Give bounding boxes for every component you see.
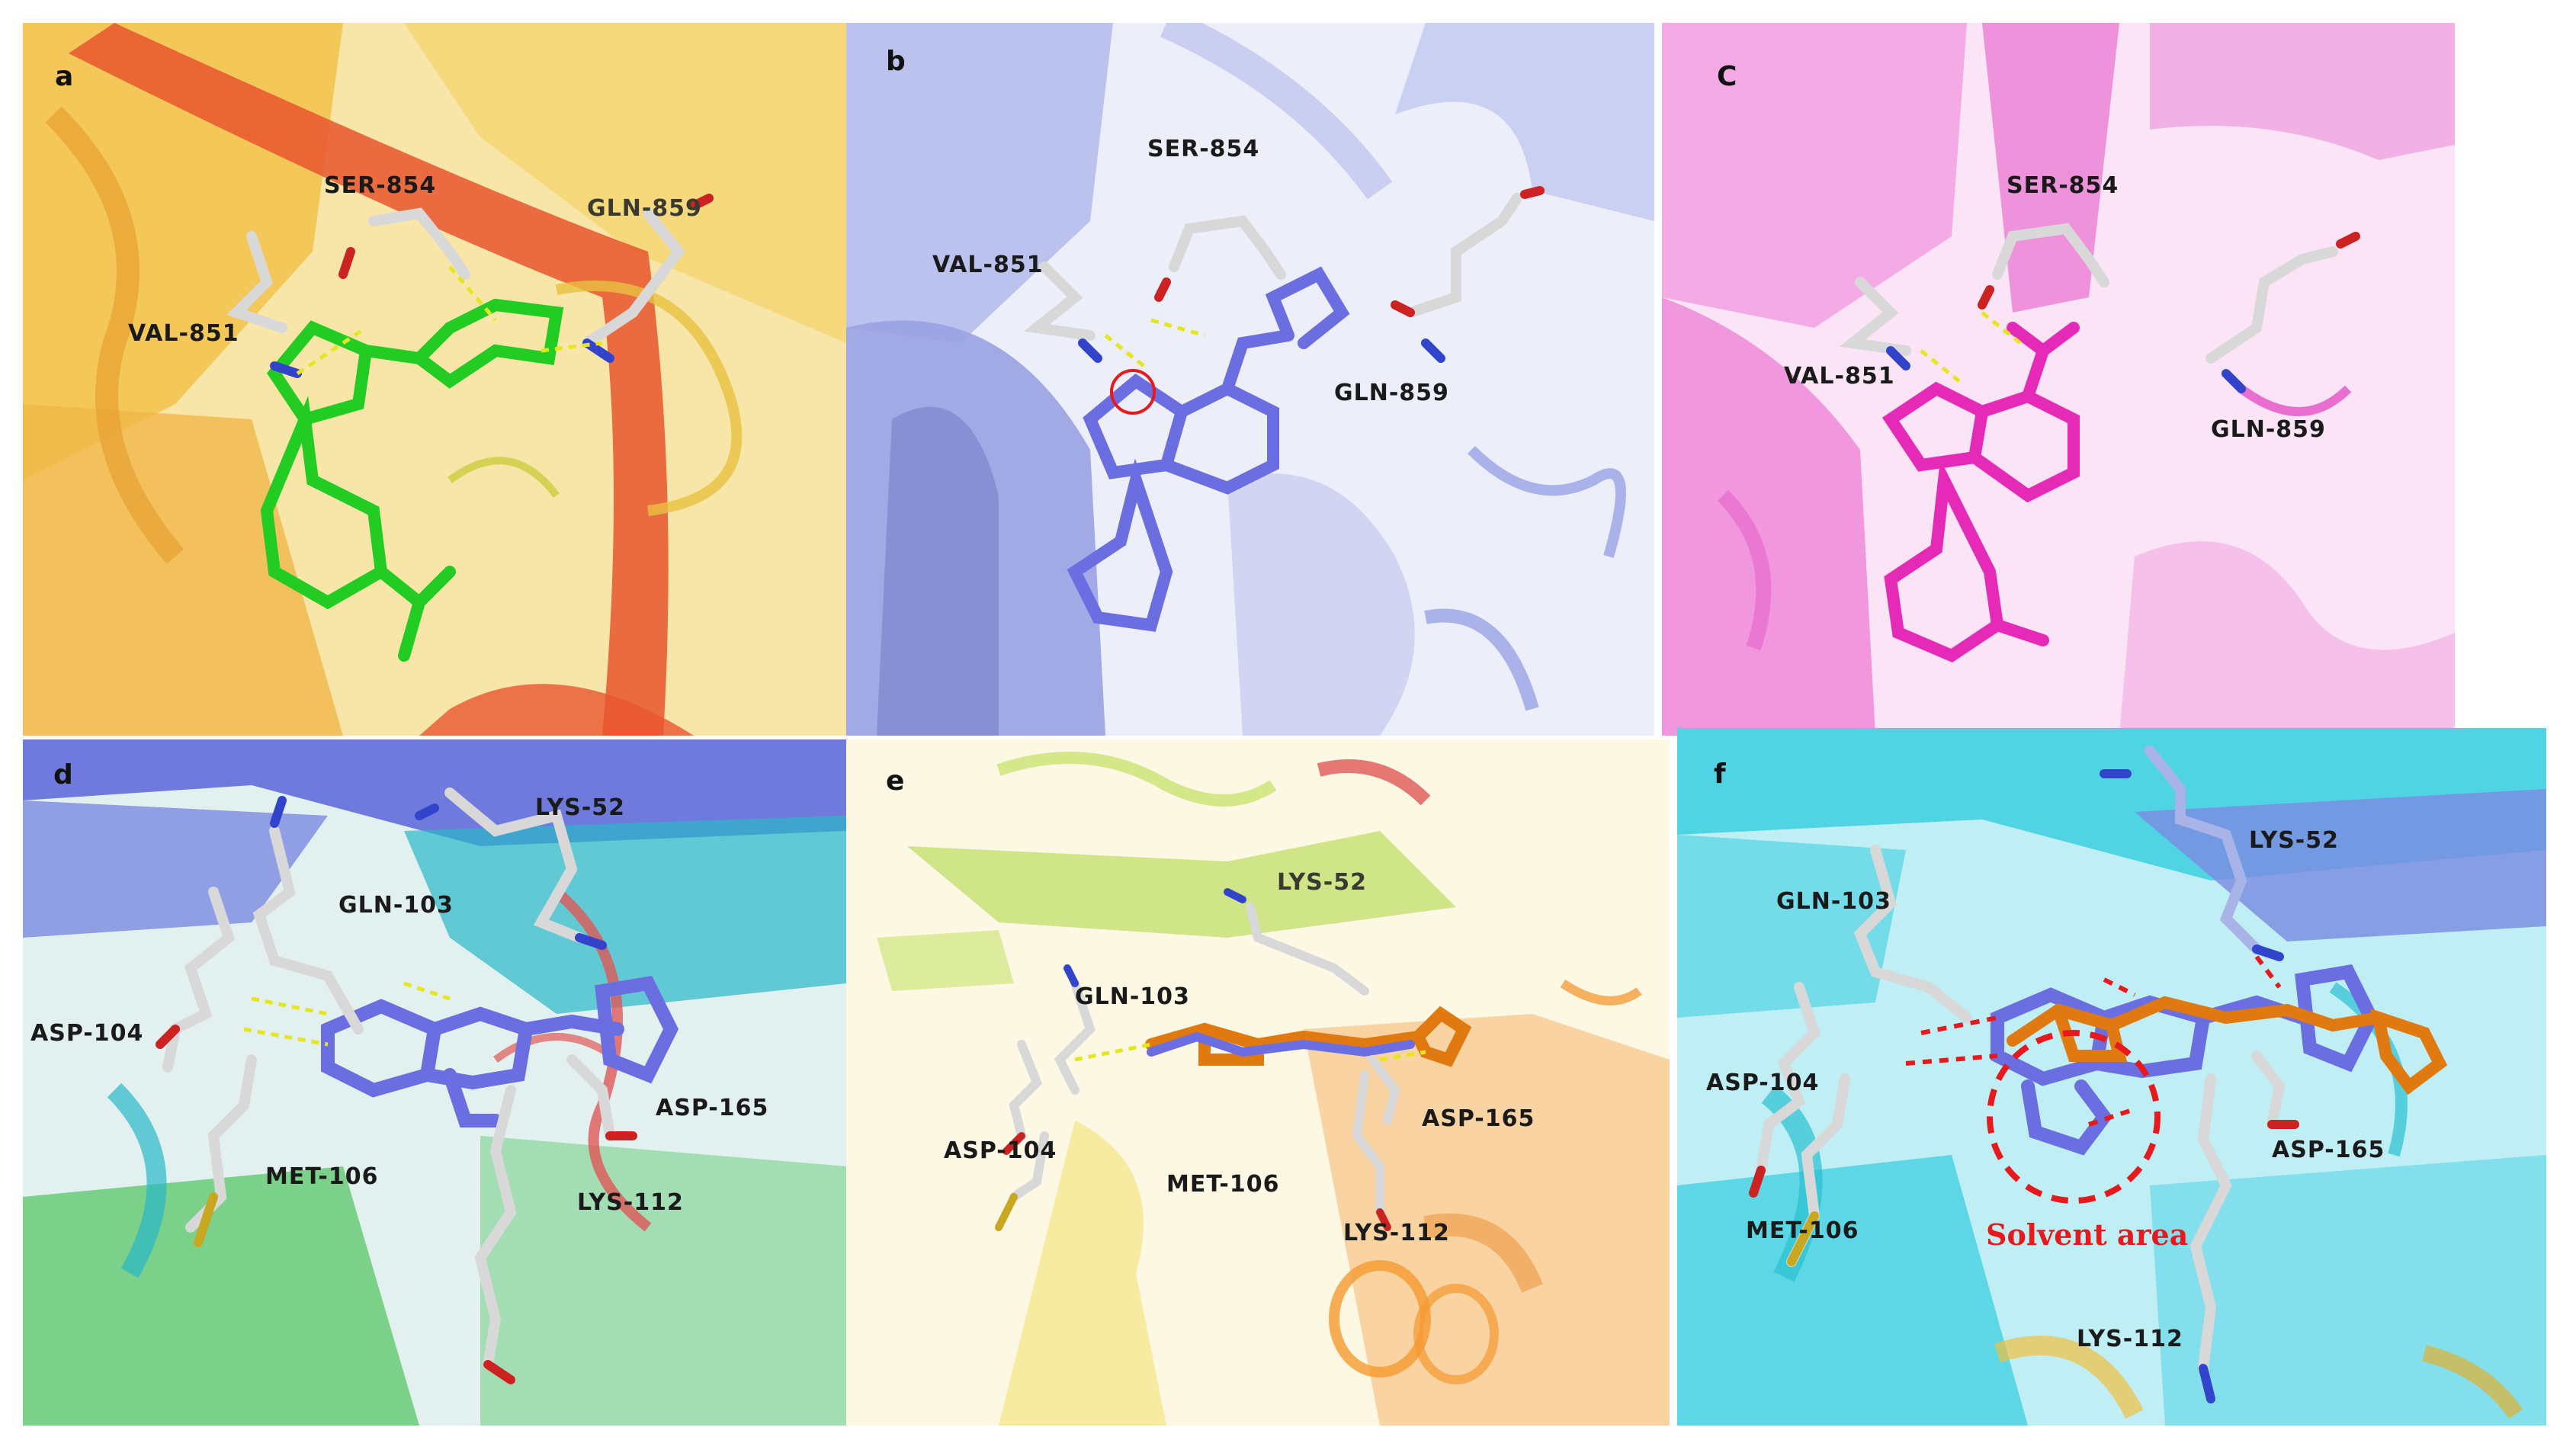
panel-d-label-lys112: LYS-112 bbox=[577, 1189, 684, 1216]
panel-c-label-ser854: SER-854 bbox=[2007, 172, 2119, 199]
panel-b-label-val851: VAL-851 bbox=[932, 252, 1044, 278]
panel-b-structure-image bbox=[846, 23, 1654, 736]
panel-d-label-asp104: ASP-104 bbox=[30, 1020, 144, 1047]
panel-c-label-gln859: GLN-859 bbox=[2211, 416, 2326, 443]
panel-f-letter: f bbox=[1714, 759, 1726, 790]
panel-e-letter: e bbox=[886, 765, 905, 797]
panel-d-label-asp165: ASP-165 bbox=[656, 1095, 769, 1121]
panel-a-label-ser854: SER-854 bbox=[324, 172, 437, 199]
panel-f-label-lys52: LYS-52 bbox=[2249, 827, 2339, 854]
panel-b-letter: b bbox=[886, 46, 906, 77]
panel-e-label-asp104: ASP-104 bbox=[944, 1137, 1057, 1164]
panel-c-label-val851: VAL-851 bbox=[1784, 363, 1895, 390]
panel-c-letter: C bbox=[1717, 61, 1737, 92]
panel-c-structure-image bbox=[1662, 23, 2455, 736]
panel-f: f LYS-52 GLN-103 ASP-104 MET-106 LYS-112… bbox=[1677, 728, 2546, 1426]
panel-a-letter: a bbox=[55, 61, 74, 92]
panel-d-structure-image bbox=[23, 739, 846, 1426]
panel-f-label-lys112: LYS-112 bbox=[2077, 1326, 2183, 1352]
panel-d-label-lys52: LYS-52 bbox=[535, 794, 625, 821]
panel-e-label-met106: MET-106 bbox=[1166, 1171, 1280, 1198]
panel-b: b SER-854 VAL-851 GLN-859 bbox=[846, 23, 1654, 736]
panel-b-label-gln859: GLN-859 bbox=[1334, 380, 1449, 406]
panel-f-label-met106: MET-106 bbox=[1746, 1217, 1859, 1244]
panel-b-label-ser854: SER-854 bbox=[1147, 136, 1260, 162]
panel-a-label-val851: VAL-851 bbox=[128, 320, 239, 347]
panel-d-letter: d bbox=[53, 759, 73, 791]
panel-d-label-met106: MET-106 bbox=[265, 1163, 379, 1190]
panel-f-label-asp165: ASP-165 bbox=[2272, 1137, 2385, 1163]
panel-a-label-gln859: GLN-859 bbox=[587, 195, 702, 222]
panel-a-structure-image bbox=[23, 23, 846, 736]
panel-e-label-gln103: GLN-103 bbox=[1075, 983, 1190, 1010]
panel-d: d LYS-52 GLN-103 ASP-104 MET-106 LYS-112… bbox=[23, 739, 846, 1426]
panel-e-label-asp165: ASP-165 bbox=[1422, 1105, 1535, 1132]
panel-a: a SER-854 GLN-859 VAL-851 bbox=[23, 23, 846, 736]
panel-e-label-lys52: LYS-52 bbox=[1277, 869, 1367, 896]
panel-f-label-gln103: GLN-103 bbox=[1776, 888, 1891, 915]
panel-f-label-asp104: ASP-104 bbox=[1706, 1070, 1820, 1096]
panel-e: e LYS-52 GLN-103 ASP-104 MET-106 LYS-112… bbox=[846, 739, 1670, 1426]
panel-c: C SER-854 VAL-851 GLN-859 bbox=[1662, 23, 2455, 736]
solvent-area-label: Solvent area bbox=[1986, 1217, 2189, 1252]
panel-e-structure-image bbox=[846, 739, 1670, 1426]
panel-e-label-lys112: LYS-112 bbox=[1343, 1220, 1450, 1246]
panel-f-structure-image bbox=[1677, 728, 2546, 1426]
panel-d-label-gln103: GLN-103 bbox=[338, 892, 454, 919]
